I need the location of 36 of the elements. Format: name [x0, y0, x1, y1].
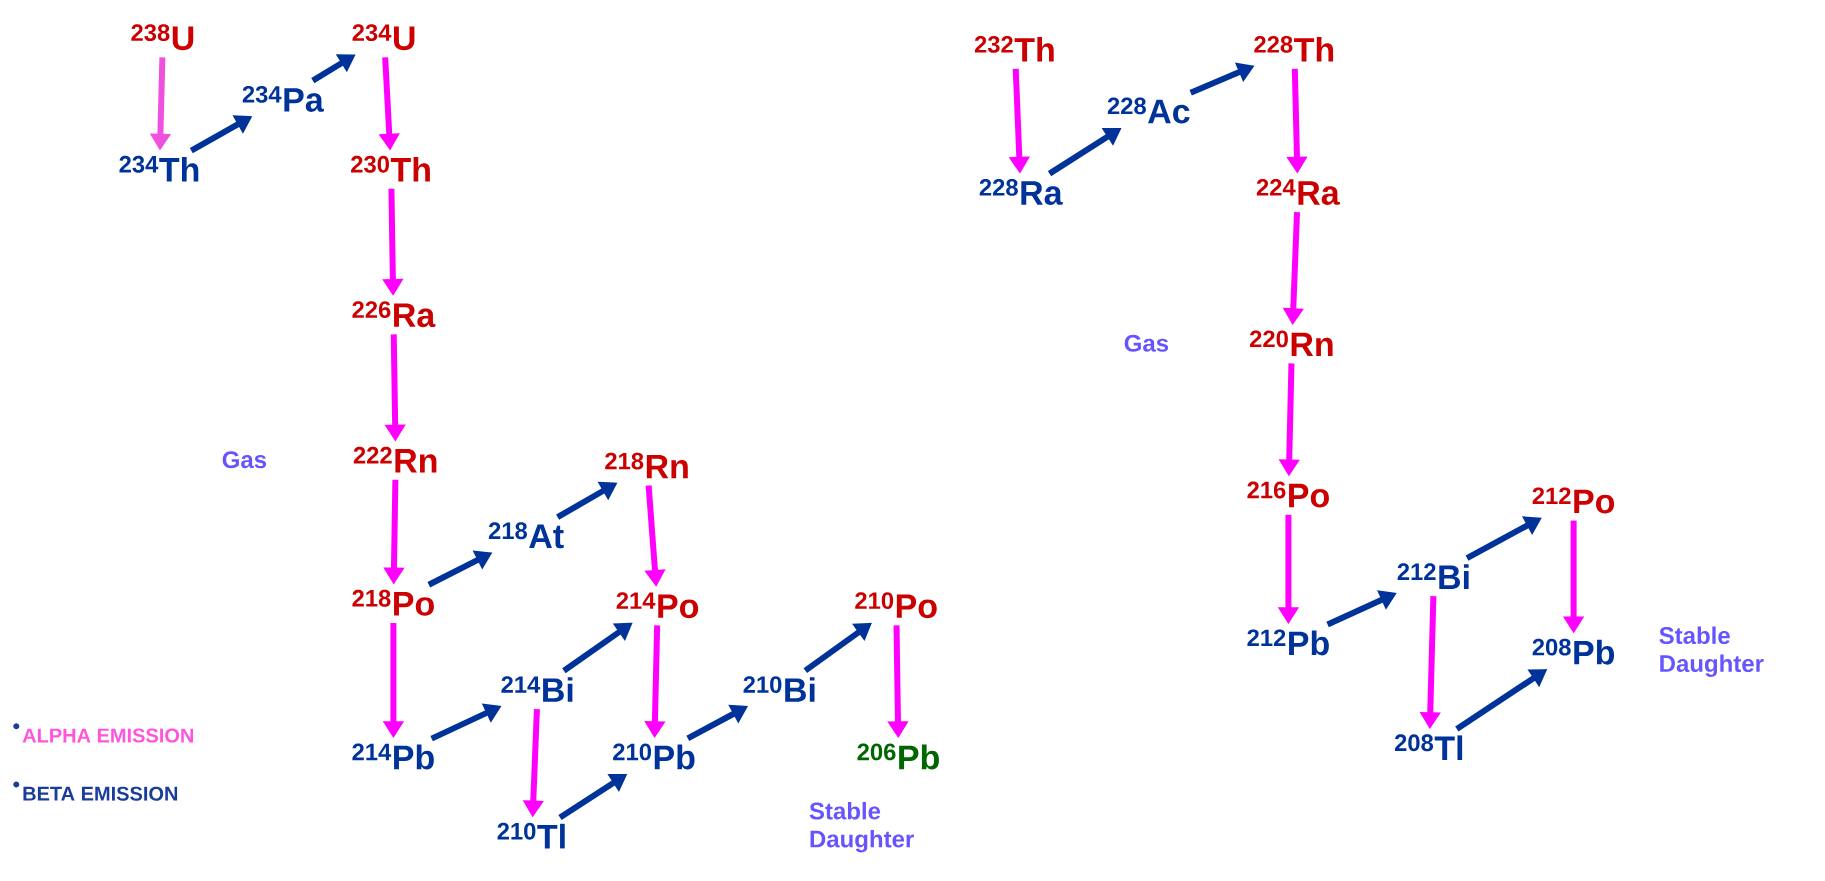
nuclide-label: $^{228}$Th: [1254, 35, 1334, 62]
note-text: Gas: [222, 451, 267, 469]
nuclide-label: $^{228}$Ra: [979, 179, 1063, 205]
nuclide-label: $^{220}$Rn: [1250, 330, 1333, 357]
legend-item: BETA EMISSION: [13, 781, 178, 801]
nuclide-label: $^{218}$Rn: [605, 452, 688, 479]
nuclide-label: $^{210}$Po: [855, 592, 937, 619]
nuclide-label: $^{210}$Pb: [613, 743, 695, 770]
nuclide-label: $^{210}$Tl: [497, 822, 565, 849]
nuclide-label: $^{224}$Ra: [1256, 179, 1340, 205]
nuclide-label: $^{212}$Po: [1532, 487, 1615, 514]
nuclide-label: $^{214}$Bi: [501, 676, 573, 702]
nuclide-label: $^{232}$Th: [974, 35, 1054, 62]
nuclide-label: $^{228}$Ac: [1107, 97, 1190, 124]
legend-item: ALPHA EMISSION: [13, 723, 193, 743]
nuclide-label: $^{234}$Th: [119, 155, 199, 182]
nuclide-label: $^{238}$U: [131, 24, 194, 51]
nuclide-label: $^{214}$Po: [616, 592, 699, 619]
nuclide-label: $^{210}$Bi: [743, 676, 815, 702]
nuclide-label: $^{206}$Pb: [857, 743, 939, 770]
note-text: Gas: [1124, 334, 1169, 352]
nuclide-label: $^{218}$At: [488, 522, 564, 549]
note-text: Stable Daughter: [809, 801, 914, 853]
nuclide-label: $^{208}$Tl: [1394, 734, 1463, 760]
note-text: Stable Daughter: [1659, 626, 1764, 677]
nuclide-label: $^{222}$Rn: [353, 446, 437, 473]
nuclide-label: $^{234}$U: [352, 24, 415, 51]
nuclide-label: $^{230}$Th: [351, 155, 430, 182]
nuclide-label: $^{208}$Pb: [1532, 638, 1615, 665]
nuclide-label: $^{212}$Pb: [1247, 629, 1329, 656]
nuclide-label: $^{218}$Po: [352, 589, 434, 616]
nuclide-label: $^{214}$Pb: [352, 743, 434, 770]
nuclide-label: $^{212}$Bi: [1397, 563, 1469, 589]
nuclide-label: $^{234}$Pa: [242, 85, 324, 112]
nuclide-label: $^{216}$Po: [1247, 481, 1329, 508]
nuclide-label: $^{226}$Ra: [352, 301, 436, 328]
